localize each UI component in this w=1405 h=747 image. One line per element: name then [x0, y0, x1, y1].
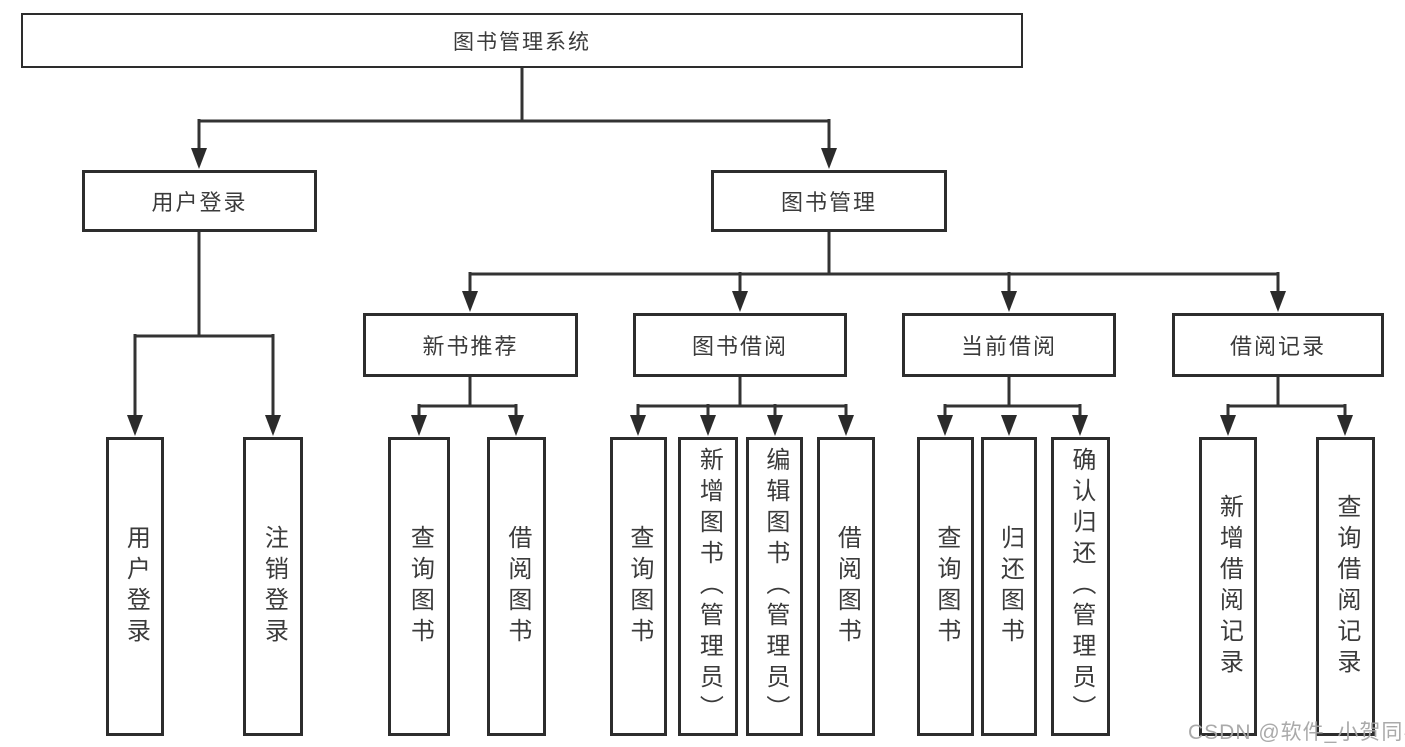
arrow-down-icon	[508, 415, 524, 436]
connector-borrowing-records	[1226, 377, 1347, 424]
node-borrowing-records: 借阅记录	[1172, 313, 1384, 377]
leaf-return-books: 归还图书	[981, 437, 1037, 736]
leaf-query-books-borrowing: 查询图书	[610, 437, 667, 736]
leaf-borrow-books: 借阅图书	[817, 437, 875, 736]
arrow-down-icon	[1001, 291, 1017, 312]
arrow-down-icon	[630, 415, 646, 436]
arrow-down-icon	[821, 148, 837, 169]
leaf-query-books-recommend: 查询图书	[388, 437, 450, 736]
arrow-down-icon	[1220, 415, 1236, 436]
leaf-add-borrow-record: 新增借阅记录	[1199, 437, 1257, 736]
leaf-query-books-current: 查询图书	[917, 437, 974, 736]
connector-root	[197, 68, 831, 156]
arrow-down-icon	[191, 148, 207, 169]
leaf-query-borrow-record: 查询借阅记录	[1316, 437, 1375, 736]
leaf-user-login: 用户登录	[106, 437, 164, 736]
arrow-down-icon	[700, 415, 716, 436]
leaf-confirm-return-admin: 确认归还（管理员）	[1051, 437, 1110, 736]
leaf-edit-book-admin: 编辑图书（管理员）	[746, 437, 803, 736]
node-library-management-system: 图书管理系统	[21, 13, 1023, 68]
connector-book-management	[468, 232, 1280, 300]
connector-user-login	[133, 232, 275, 424]
arrow-down-icon	[265, 415, 281, 436]
leaf-logout: 注销登录	[243, 437, 303, 736]
node-current-borrowing: 当前借阅	[902, 313, 1116, 377]
leaf-borrow-books-recommend: 借阅图书	[487, 437, 546, 736]
leaf-add-book-admin: 新增图书（管理员）	[678, 437, 738, 736]
arrow-down-icon	[1072, 415, 1088, 436]
node-new-book-recommendation: 新书推荐	[363, 313, 578, 377]
arrow-down-icon	[732, 291, 748, 312]
csdn-watermark: CSDN @软件_小贺同学	[1188, 721, 1405, 744]
node-user-login: 用户登录	[82, 170, 317, 232]
connector-new-book-recommendation	[417, 377, 518, 424]
arrow-down-icon	[1270, 291, 1286, 312]
connector-current-borrowing	[943, 377, 1082, 424]
arrow-down-icon	[838, 415, 854, 436]
arrow-down-icon	[937, 415, 953, 436]
arrow-down-icon	[127, 415, 143, 436]
connector-book-borrowing	[636, 377, 848, 424]
arrow-down-icon	[411, 415, 427, 436]
node-book-borrowing: 图书借阅	[633, 313, 847, 377]
arrow-down-icon	[462, 291, 478, 312]
arrow-down-icon	[767, 415, 783, 436]
arrow-down-icon	[1337, 415, 1353, 436]
arrow-down-icon	[1001, 415, 1017, 436]
node-book-management: 图书管理	[711, 170, 947, 232]
